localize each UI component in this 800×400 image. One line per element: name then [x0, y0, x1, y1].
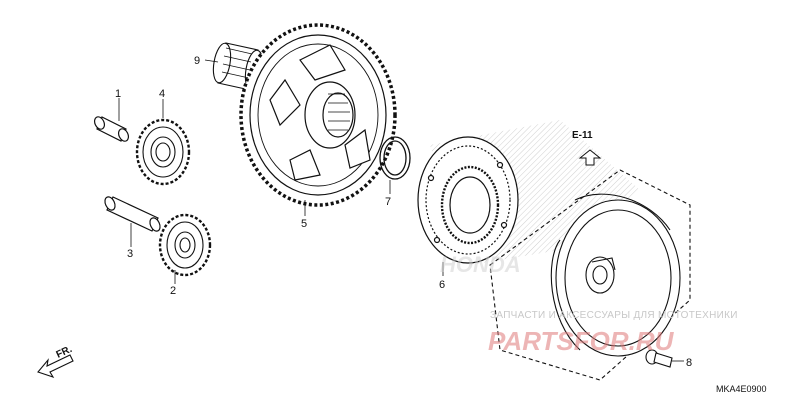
callout-5: 5 — [301, 218, 307, 230]
part-2-gear[interactable] — [158, 213, 212, 284]
callout-3: 3 — [127, 248, 133, 260]
watermark-brand: HONDA — [440, 252, 521, 277]
part-6-one-way-clutch[interactable] — [417, 136, 519, 276]
callout-1: 1 — [115, 88, 121, 100]
part-3-bushing[interactable] — [103, 195, 162, 247]
callout-9: 9 — [194, 55, 200, 67]
part-4-gear[interactable] — [135, 99, 191, 186]
part-8-bolt[interactable] — [645, 349, 684, 368]
watermark-tagline: ЗАПЧАСТИ И АКСЕССУАРЫ ДЛЯ МОТОТЕХНИКИ — [490, 310, 738, 321]
part-5-starter-driven-gear[interactable] — [239, 23, 397, 216]
reference-e11: E-11 — [572, 130, 593, 141]
callout-8: 8 — [686, 357, 692, 369]
diagram-code: MKA4E0900 — [716, 384, 767, 394]
part-1-bushing[interactable] — [93, 98, 131, 143]
callout-6: 6 — [439, 279, 445, 291]
e11-arrow-icon — [578, 149, 602, 166]
part-7-ring[interactable] — [379, 136, 411, 194]
front-direction-arrow-icon — [37, 354, 74, 378]
watermark-site: PARTSFOR.RU — [488, 326, 675, 356]
flywheel-outline — [489, 169, 691, 381]
callout-4: 4 — [159, 88, 165, 100]
callout-7: 7 — [385, 196, 391, 208]
callout-2: 2 — [170, 285, 176, 297]
